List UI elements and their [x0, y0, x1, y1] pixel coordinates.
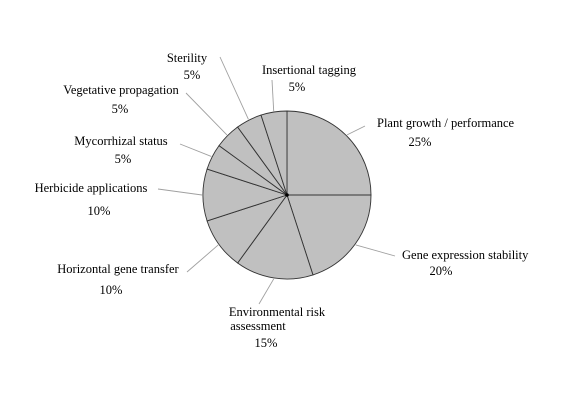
slice-value-label-3: 10% — [100, 283, 123, 297]
slice-value-label-2: 15% — [255, 336, 278, 350]
pie-center-dot — [285, 193, 289, 197]
slice-label-8: Insertional tagging — [262, 63, 357, 77]
slice-label-2-line-1: assessment — [230, 319, 286, 333]
slice-value-label-5: 5% — [115, 152, 132, 166]
slice-value-label-1: 20% — [430, 264, 453, 278]
pie-slice-8 — [260, 110, 288, 196]
slice-labels: Plant growth / performance 25% Gene expres… — [35, 51, 530, 350]
slice-label-0: Plant growth / performance — [377, 116, 515, 130]
leader-line-6 — [185, 92, 228, 136]
slice-value-label-7: 5% — [184, 68, 201, 82]
slice-label-1: Gene expression stability — [402, 248, 529, 262]
slice-label-4: Herbicide applications — [35, 181, 148, 195]
leader-line-7 — [219, 56, 249, 120]
leader-line-4 — [157, 188, 203, 196]
slice-label-5: Mycorrhizal status — [74, 134, 168, 148]
pie-slice-1 — [286, 194, 372, 276]
pie-slices — [202, 110, 372, 280]
leader-line-1 — [355, 244, 396, 257]
leader-line-3 — [186, 244, 219, 273]
leader-line-0 — [346, 125, 366, 136]
slice-label-2: Environmental risk — [229, 305, 326, 319]
slice-value-label-8: 5% — [289, 80, 306, 94]
slice-value-label-4: 10% — [88, 204, 111, 218]
pie-slice-2 — [237, 194, 314, 280]
leader-line-8 — [271, 79, 275, 112]
slice-label-6: Vegetative propagation — [63, 83, 179, 97]
leader-line-2 — [258, 278, 275, 305]
slice-label-7: Sterility — [167, 51, 208, 65]
leader-lines — [157, 56, 396, 305]
pie-slice-0 — [286, 110, 372, 196]
leader-line-5 — [179, 143, 212, 157]
slice-label-3: Horizontal gene transfer — [57, 262, 179, 276]
slice-value-label-0: 25% — [409, 135, 432, 149]
slice-value-label-6: 5% — [112, 102, 129, 116]
